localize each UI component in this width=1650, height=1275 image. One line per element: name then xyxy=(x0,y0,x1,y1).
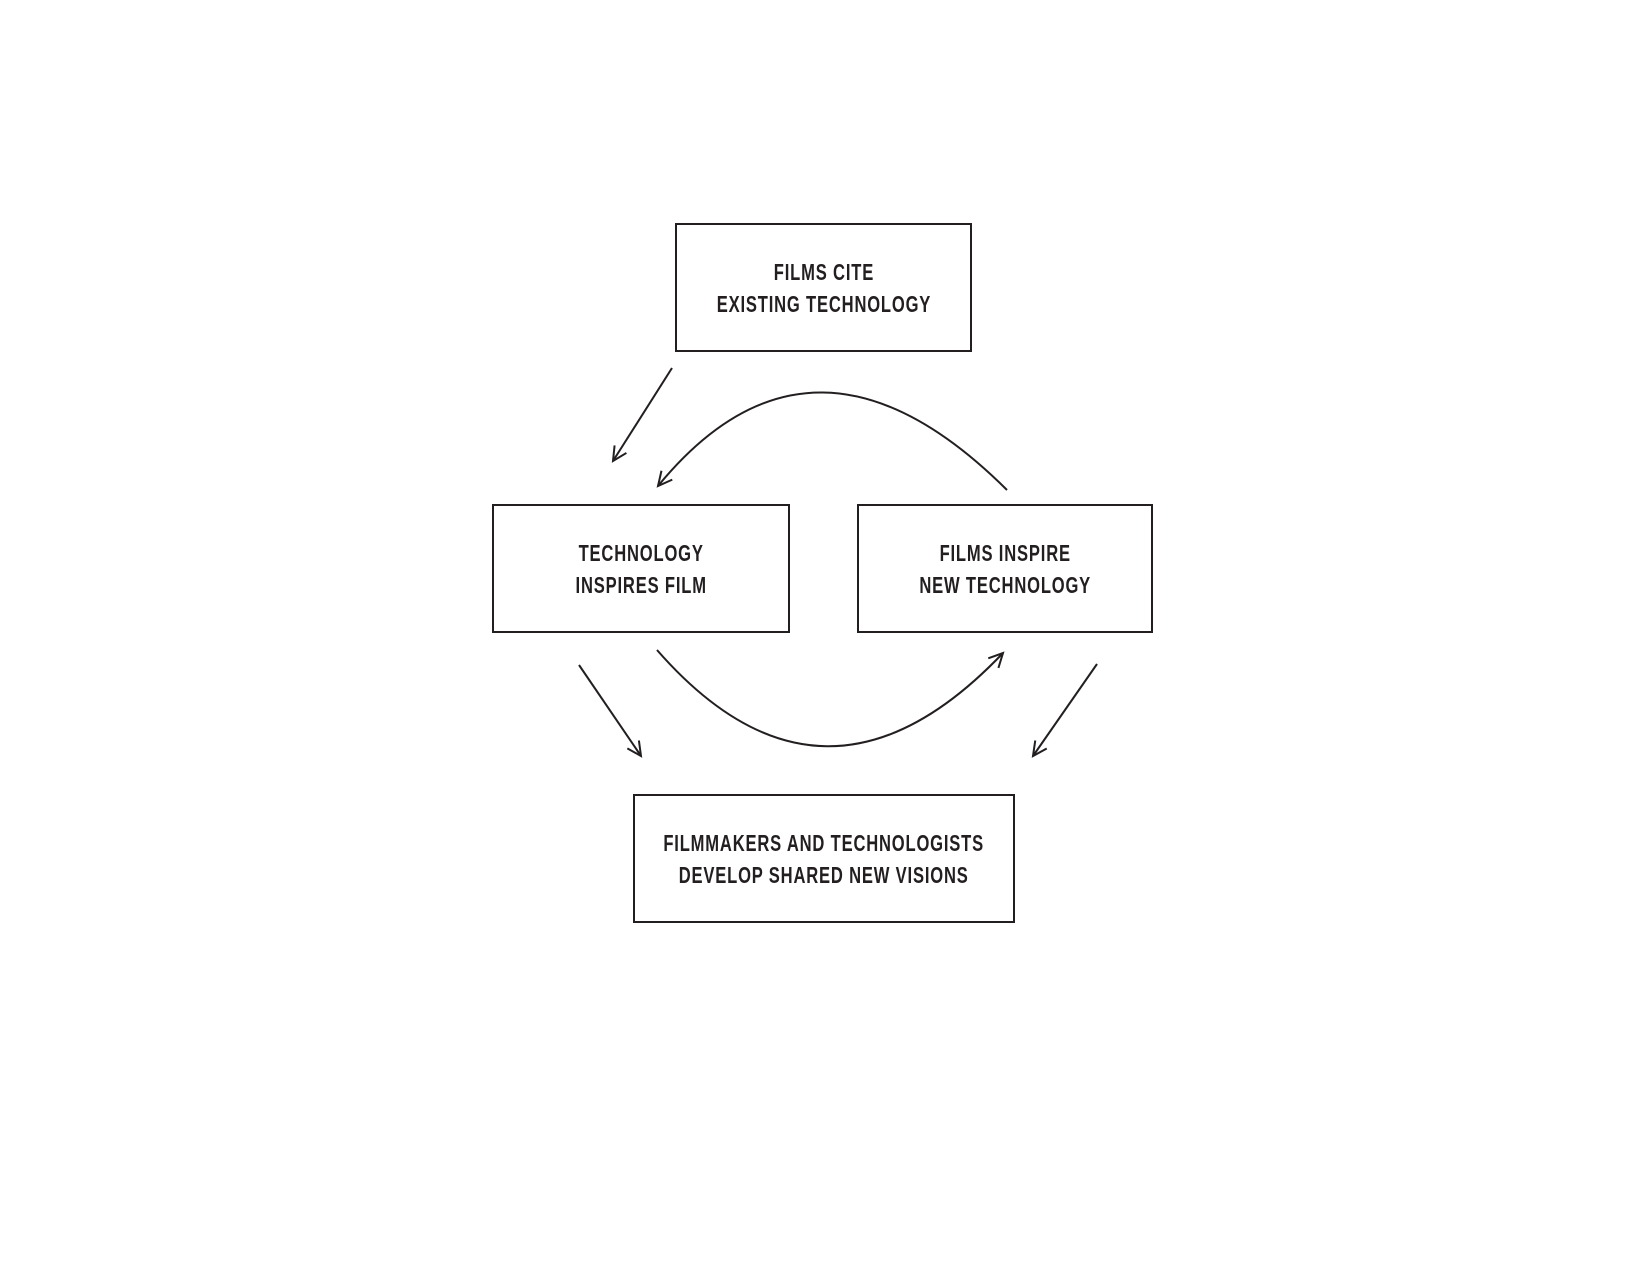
node-label: TECHNOLOGY INSPIRES FILM xyxy=(575,537,706,601)
node-films-cite-existing-technology: FILMS CITE EXISTING TECHNOLOGY xyxy=(675,223,972,352)
node-films-inspire-new-technology: FILMS INSPIRE NEW TECHNOLOGY xyxy=(857,504,1153,633)
arrow-technology-inspires-to-shared-visions xyxy=(578,664,643,758)
node-label: FILMS INSPIRE NEW TECHNOLOGY xyxy=(919,537,1091,601)
node-label-line: INSPIRES FILM xyxy=(575,571,707,598)
node-label-line: TECHNOLOGY xyxy=(578,539,704,566)
node-label-line: DEVELOP SHARED NEW VISIONS xyxy=(679,861,969,888)
node-label-line: FILMS INSPIRE xyxy=(939,539,1071,566)
node-filmmakers-develop-shared-visions: FILMMAKERS AND TECHNOLOGISTS DEVELOP SHA… xyxy=(633,794,1015,923)
arrow-technology-inspires-to-films-inspire xyxy=(656,649,1005,748)
node-label-line: FILMS CITE xyxy=(773,258,874,285)
node-label-line: FILMMAKERS AND TECHNOLOGISTS xyxy=(663,829,985,856)
node-technology-inspires-film: TECHNOLOGY INSPIRES FILM xyxy=(492,504,790,633)
node-label: FILMMAKERS AND TECHNOLOGISTS DEVELOP SHA… xyxy=(664,827,985,891)
node-label-line: EXISTING TECHNOLOGY xyxy=(716,290,931,317)
arrow-films-inspire-to-shared-visions xyxy=(1031,663,1098,758)
arrow-films-inspire-to-technology-inspires xyxy=(656,391,1008,491)
node-label-line: NEW TECHNOLOGY xyxy=(919,571,1091,598)
arrow-cite-to-technology-inspires xyxy=(611,367,673,463)
node-label: FILMS CITE EXISTING TECHNOLOGY xyxy=(716,256,930,320)
